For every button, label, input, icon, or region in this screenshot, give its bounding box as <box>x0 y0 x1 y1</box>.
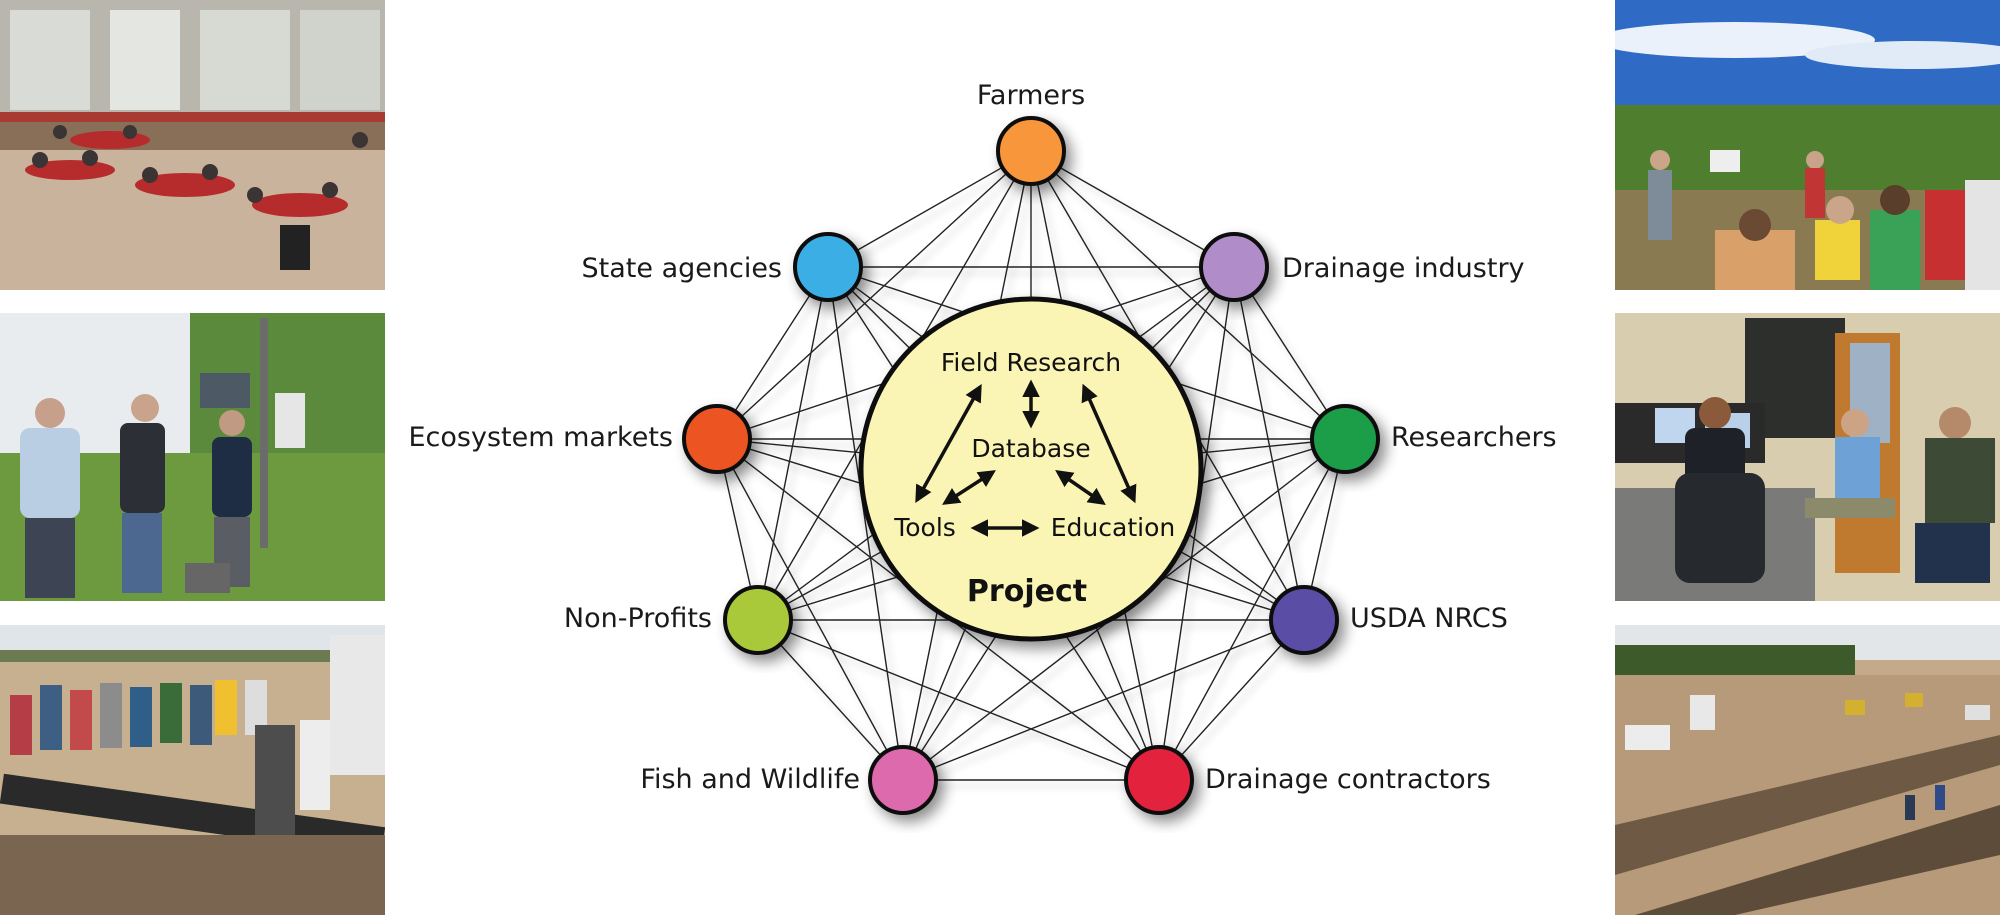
photo-office-meeting <box>1615 313 2000 601</box>
label-ecosystem-markets: Ecosystem markets <box>408 422 673 453</box>
node-fish-and-wildlife <box>868 745 938 815</box>
label-researchers: Researchers <box>1391 422 1557 453</box>
label-usda-nrcs: USDA NRCS <box>1350 603 1508 634</box>
node-ecosystem-markets <box>682 404 752 474</box>
photo-field-monitoring <box>0 313 385 601</box>
hub-label-tools: Tools <box>893 513 956 542</box>
label-state-agencies: State agencies <box>582 253 782 284</box>
label-non-profits: Non-Profits <box>564 603 712 634</box>
edge-6-8 <box>757 266 829 621</box>
edge-0-8 <box>827 150 1032 268</box>
arrow-fieldresearch-education <box>1081 383 1137 504</box>
edge-3-5 <box>902 619 1305 781</box>
label-drainage-industry: Drainage industry <box>1282 253 1525 284</box>
edge-0-2 <box>1030 150 1346 440</box>
arrow-fieldresearch-tools <box>915 383 982 504</box>
node-researchers <box>1310 404 1380 474</box>
edge-4-6 <box>757 619 1160 781</box>
label-drainage-contractors: Drainage contractors <box>1205 764 1491 795</box>
meeting-hall-image <box>0 0 385 290</box>
cornfield-tour-image <box>1615 0 2000 290</box>
label-fish-and-wildlife: Fish and Wildlife <box>640 764 860 795</box>
edge-3-4 <box>1158 619 1305 781</box>
hub-label-education: Education <box>1051 513 1175 542</box>
edge-0-1 <box>1030 150 1235 268</box>
field-monitoring-image <box>0 313 385 601</box>
hub-label-database: Database <box>971 434 1090 463</box>
edge-2-4 <box>1158 438 1346 781</box>
photo-field-day <box>0 625 385 915</box>
node-state-agencies <box>793 232 863 302</box>
photo-cornfield-tour <box>1615 0 2000 290</box>
edge-5-6 <box>757 619 904 781</box>
hub-title: Project <box>967 574 1087 609</box>
hub-label-field-research: Field Research <box>941 348 1121 377</box>
photo-drainage-installation <box>1615 625 2000 915</box>
stakeholder-nodes <box>682 116 1380 815</box>
node-drainage-contractors <box>1124 745 1194 815</box>
photo-meeting-hall <box>0 0 385 290</box>
field-day-image <box>0 625 385 915</box>
drainage-installation-image <box>1615 625 2000 915</box>
hub-arrows <box>915 379 1137 537</box>
arrow-database-tools <box>942 470 996 505</box>
edge-1-4 <box>1158 266 1235 781</box>
node-drainage-industry <box>1199 232 1269 302</box>
node-usda-nrcs <box>1269 585 1339 655</box>
label-farmers: Farmers <box>977 80 1085 111</box>
edge-1-3 <box>1233 266 1305 621</box>
office-meeting-image <box>1615 313 2000 601</box>
edge-5-7 <box>716 438 904 781</box>
node-farmers <box>996 116 1066 186</box>
node-non-profits <box>723 585 793 655</box>
edge-0-7 <box>716 150 1032 440</box>
edge-5-8 <box>827 266 904 781</box>
arrow-database-education <box>1055 470 1106 505</box>
